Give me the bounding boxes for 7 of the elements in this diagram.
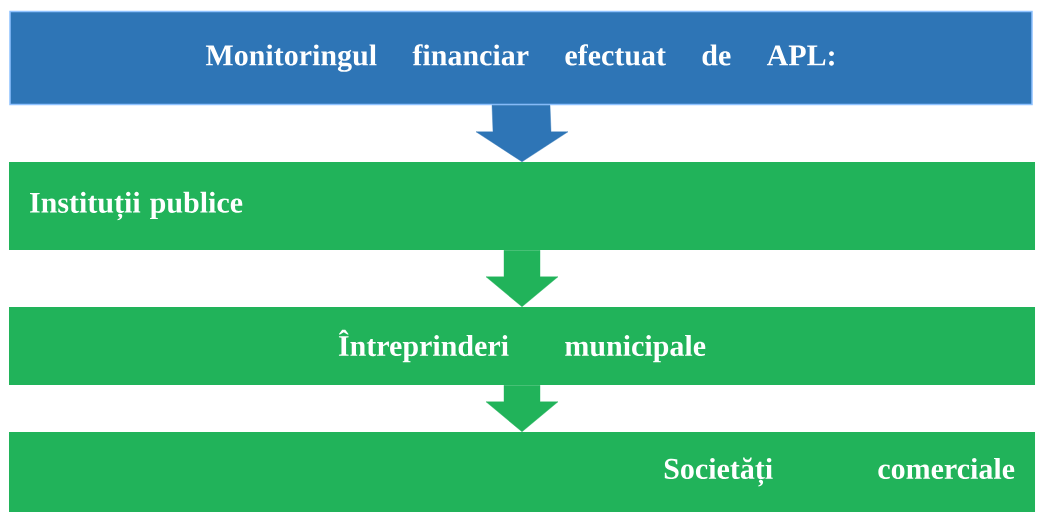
stage-box: Întreprinderi municipale	[9, 307, 1035, 385]
stage-box: Instituții publice	[9, 162, 1035, 250]
arrow	[485, 250, 559, 307]
arrow	[475, 105, 569, 162]
stage-box: Societăți comerciale	[9, 432, 1035, 512]
arrow	[485, 385, 559, 432]
header-box: Monitoringul financiar efectuat de APL:	[9, 10, 1033, 106]
